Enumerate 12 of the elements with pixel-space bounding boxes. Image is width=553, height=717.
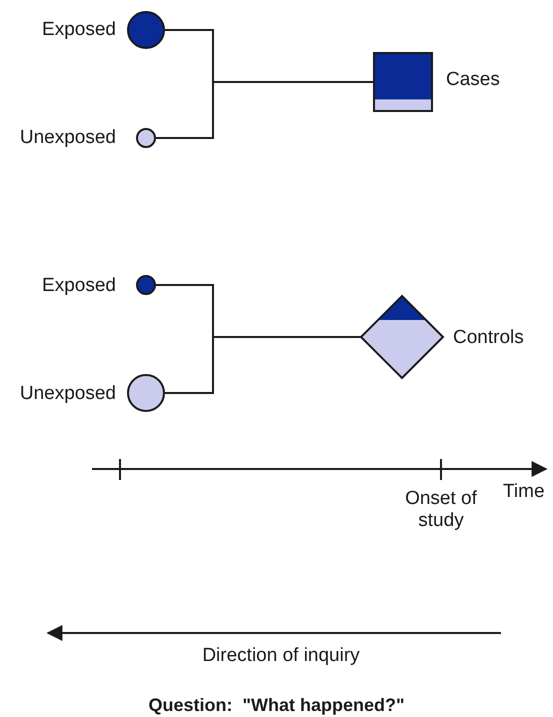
axis-label: Onset of study [404,488,478,532]
group-label: Controls [453,327,524,349]
axis-label: Time [503,481,545,503]
group-label: Unexposed [20,127,116,149]
caption: Question: "What happened?" [147,694,406,716]
group-label: Cases [446,69,500,91]
connector-line [165,336,361,394]
group-label: Unexposed [20,383,116,405]
group-label: Exposed [42,275,116,297]
group-label: Exposed [42,19,116,41]
connector-line [156,81,374,139]
direction-label: Direction of inquiry [201,645,361,667]
